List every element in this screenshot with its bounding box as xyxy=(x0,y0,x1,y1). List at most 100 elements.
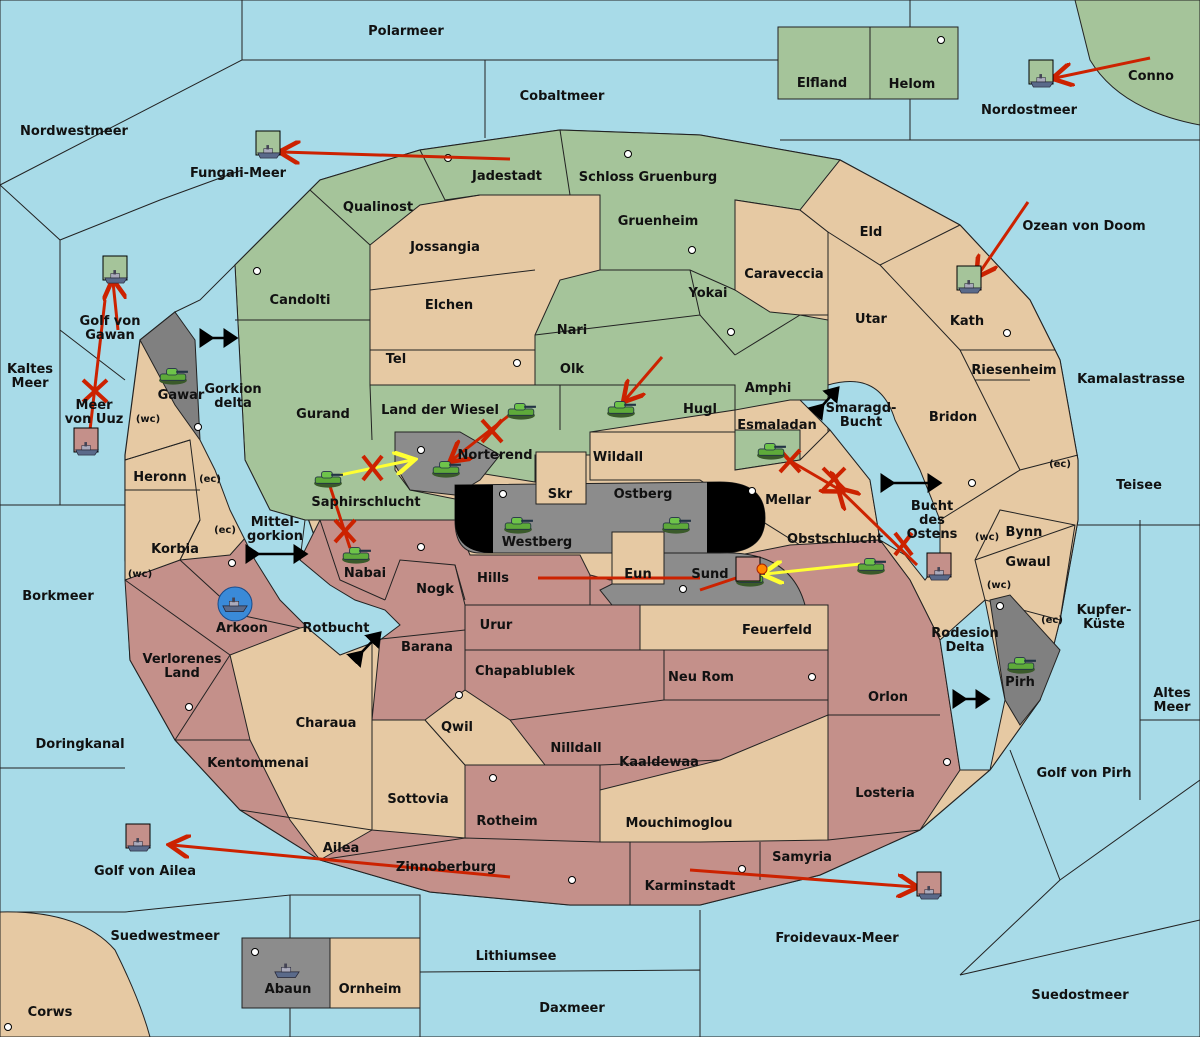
label-uuz-1: Meer xyxy=(75,398,113,413)
label-olk: Olk xyxy=(559,362,585,377)
label-westberg: Westberg xyxy=(501,535,573,550)
label-chapablublek: Chapablublek xyxy=(475,664,575,679)
label-kaaldewaa: Kaaldewaa xyxy=(619,755,699,770)
label-kupfer-2: Küste xyxy=(1083,617,1125,632)
label-yokai: Yokai xyxy=(688,286,728,301)
label-landwiesel: Land der Wiesel xyxy=(381,403,499,418)
coast-wc-korbia: (wc) xyxy=(127,569,153,580)
label-nordostmeer: Nordostmeer xyxy=(980,103,1078,118)
label-zinnoberburg: Zinnoberburg xyxy=(395,860,497,875)
tan-skr xyxy=(535,451,587,505)
label-dax: Daxmeer xyxy=(539,1001,605,1016)
label-corws: Corws xyxy=(27,1005,73,1020)
label-orlon: Orlon xyxy=(867,690,909,705)
label-conno: Conno xyxy=(1128,69,1174,84)
sea-rodesion xyxy=(939,599,1006,771)
label-uuz-2: von Uuz xyxy=(64,412,124,427)
label-gawan-1: Golf von xyxy=(79,314,141,329)
label-altes-2: Meer xyxy=(1153,700,1191,715)
label-qualinost: Qualinost xyxy=(342,200,414,215)
label-obstschlucht: Obstschlucht xyxy=(787,532,883,547)
tan-eun xyxy=(611,531,665,585)
label-suedost: Suedostmeer xyxy=(1031,988,1129,1003)
label-kamala: Kamalastrasse xyxy=(1077,372,1185,387)
label-utar: Utar xyxy=(855,312,887,327)
label-mouchimoglou: Mouchimoglou xyxy=(625,816,733,831)
failed-order-crosses xyxy=(81,378,914,557)
label-gurand: Gurand xyxy=(296,407,350,422)
label-gawan-2: Gawan xyxy=(85,328,135,343)
label-nari: Nari xyxy=(556,323,588,338)
label-sottovia: Sottovia xyxy=(387,792,449,807)
label-altes-1: Altes xyxy=(1153,686,1191,701)
label-qwil: Qwil xyxy=(441,720,473,735)
label-caraveccia: Caraveccia xyxy=(744,267,824,282)
label-bynn: Bynn xyxy=(1005,525,1043,540)
label-hugl: Hugl xyxy=(683,402,717,417)
supply-centers xyxy=(4,36,1011,1031)
label-elchen: Elchen xyxy=(424,298,474,313)
label-cobaltmeer: Cobaltmeer xyxy=(519,89,605,104)
label-eld: Eld xyxy=(859,225,883,240)
label-nordwestmeer: Nordwestmeer xyxy=(20,124,128,139)
label-kaltes-2: Meer xyxy=(11,376,49,391)
label-mellar: Mellar xyxy=(765,493,811,508)
label-elfland: Elfland xyxy=(796,76,848,91)
label-suedwest: Suedwestmeer xyxy=(110,929,220,944)
label-rotbucht: Rotbucht xyxy=(302,621,370,636)
label-feuerfeld: Feuerfeld xyxy=(742,623,812,638)
label-samyria: Samyria xyxy=(772,850,832,865)
label-heronn: Heronn xyxy=(133,470,187,485)
label-nilldall: Nilldall xyxy=(550,741,602,756)
label-schloss: Schloss Gruenburg xyxy=(578,170,718,185)
land-borders xyxy=(124,129,1079,905)
label-verloren-1: Verlorenes xyxy=(142,652,222,667)
label-gorkion-1: Gorkion xyxy=(204,382,262,397)
label-polarmeer: Polarmeer xyxy=(368,24,444,39)
dislodged-marker xyxy=(735,556,761,582)
label-ornheim: Ornheim xyxy=(338,982,402,997)
label-bucht-3: Ostens xyxy=(906,527,958,542)
label-gorkion-2: delta xyxy=(214,396,252,411)
label-riesenheim: Riesenheim xyxy=(971,363,1057,378)
label-rotheim: Rotheim xyxy=(476,814,538,829)
label-jossangia: Jossangia xyxy=(410,240,480,255)
label-doring: Doringkanal xyxy=(35,737,125,752)
label-barana: Barana xyxy=(401,640,453,655)
fleet-units xyxy=(73,59,1054,979)
label-pirh: Pirh xyxy=(1005,675,1035,690)
coast-wc-gawar: (wc) xyxy=(135,414,161,425)
battle-icon xyxy=(756,563,768,575)
label-saphir: Saphirschlucht xyxy=(311,495,421,510)
label-abaun: Abaun xyxy=(264,982,312,997)
label-ostberg: Ostberg xyxy=(613,487,673,502)
label-eun: Eun xyxy=(624,567,652,582)
label-esmaladan: Esmaladan xyxy=(737,418,817,433)
label-gawar: Gawar xyxy=(157,388,205,403)
label-mittel-1: Mittel- xyxy=(250,515,300,530)
label-neurom: Neu Rom xyxy=(668,670,734,685)
sea-mittelgorkion xyxy=(174,263,401,656)
coast-ec-gwaul: (ec) xyxy=(1041,615,1063,626)
label-karminstadt: Karminstadt xyxy=(644,879,736,894)
land-ornheim xyxy=(329,937,421,1009)
label-kentommenai: Kentommenai xyxy=(207,756,309,771)
label-borkmeer: Borkmeer xyxy=(22,589,94,604)
land-corws xyxy=(0,911,151,1037)
label-rodesion-2: Delta xyxy=(945,640,985,655)
label-teisee: Teisee xyxy=(1116,478,1162,493)
label-kaltes-1: Kaltes xyxy=(6,362,54,377)
coast-wc-bynn: (wc) xyxy=(974,532,1000,543)
label-mittel-2: gorkion xyxy=(247,529,303,544)
label-jadestadt: Jadestadt xyxy=(472,169,542,184)
label-korbia: Korbia xyxy=(151,542,199,557)
black-west-cap xyxy=(455,485,493,553)
sea-smaragd xyxy=(798,381,941,581)
label-sund: Sund xyxy=(691,567,729,582)
label-ozean: Ozean von Doom xyxy=(1022,219,1146,234)
label-gwaul: Gwaul xyxy=(1005,555,1051,570)
label-losteria: Losteria xyxy=(855,786,915,801)
label-tel: Tel xyxy=(385,352,407,367)
